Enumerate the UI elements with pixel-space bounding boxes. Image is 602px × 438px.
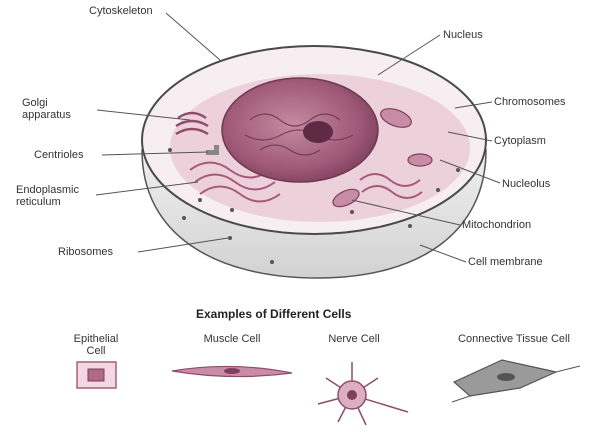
label-epithelial-cell: Epithelial Cell	[64, 333, 128, 357]
label-nerve-cell: Nerve Cell	[318, 333, 390, 345]
label-cell-membrane: Cell membrane	[468, 256, 543, 268]
label-chromosomes: Chromosomes	[494, 96, 566, 108]
label-muscle-cell: Muscle Cell	[196, 333, 268, 345]
label-connective-tissue-cell: Connective Tissue Cell	[436, 333, 592, 345]
label-nucleus: Nucleus	[443, 29, 483, 41]
label-centrioles: Centrioles	[34, 149, 84, 161]
label-mitochondrion: Mitochondrion	[462, 219, 531, 231]
label-endoplasmic-reticulum: Endoplasmic reticulum	[16, 184, 96, 208]
label-ribosomes: Ribosomes	[58, 246, 113, 258]
label-nucleolus: Nucleolus	[502, 178, 550, 190]
examples-heading: Examples of Different Cells	[196, 307, 351, 321]
label-golgi-apparatus: Golgi apparatus	[22, 97, 96, 121]
label-cytoskeleton: Cytoskeleton	[89, 5, 153, 17]
label-cytoplasm: Cytoplasm	[494, 135, 546, 147]
nucleolus-shape	[303, 121, 333, 143]
